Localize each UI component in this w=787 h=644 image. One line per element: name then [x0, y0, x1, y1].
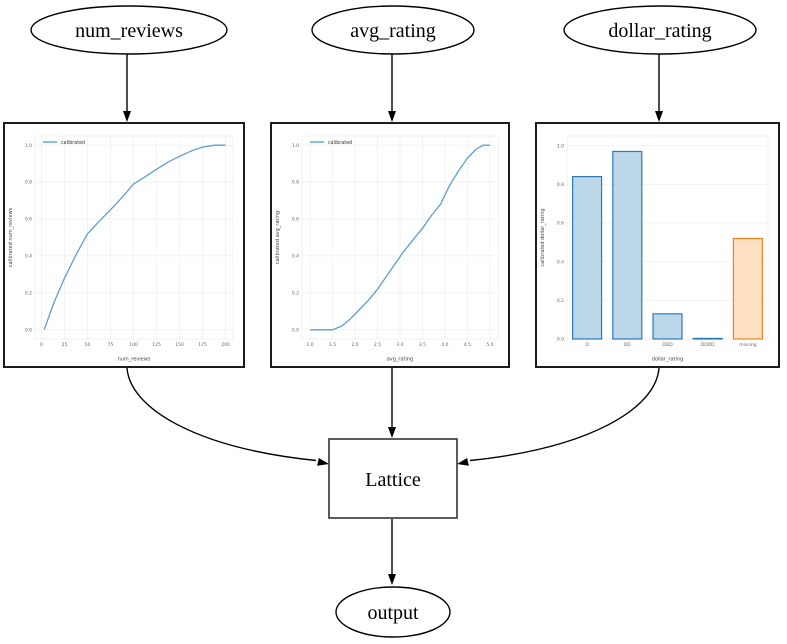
y-axis-label: calibrated avg_rating: [275, 211, 281, 264]
arrowhead: [317, 458, 329, 466]
chart-text: 125: [152, 342, 161, 348]
arrowhead: [388, 574, 396, 585]
chart-text: 0.6: [557, 221, 564, 227]
node-avg-rating-ellipse: [311, 5, 475, 55]
chart-text: 4.5: [464, 342, 471, 348]
chart-text: 0.4: [292, 254, 299, 260]
chart-text: 0.0: [25, 327, 32, 333]
num-reviews-calibration-panel: 0.0 0.2 0.4 0.6 0.8 1.0 0 25 50 75 100 125 150 175 200…: [3, 122, 245, 368]
bar-DD: [612, 150, 643, 340]
chart-text: 0.8: [557, 182, 564, 188]
edge-plot3-to-lattice: [469, 367, 660, 462]
legend-label: calibrated: [328, 140, 352, 146]
arrowhead: [655, 111, 663, 122]
chart-text: 0.2: [557, 298, 564, 304]
chart-text: 2.5: [374, 342, 381, 348]
arrowhead: [388, 427, 396, 438]
chart-text: 0: [40, 342, 43, 348]
chart-text: 3.5: [419, 342, 426, 348]
arrowhead: [388, 111, 396, 122]
x-axis-label: num_reviews: [118, 357, 151, 363]
edges-to-lattice: [126, 367, 660, 462]
chart-text: 0.8: [25, 180, 32, 186]
node-output-label: output: [367, 602, 419, 624]
calibration-line-series: [310, 144, 490, 331]
bar-DDDD: [692, 337, 723, 340]
plot-background: [34, 135, 234, 340]
bar-missing: [732, 237, 763, 340]
chart-text: 200: [221, 342, 230, 348]
chart-text: 0.0: [557, 337, 564, 343]
chart-text: 150: [175, 342, 184, 348]
node-lattice-box: [328, 438, 458, 519]
arrowhead: [123, 111, 131, 122]
chart-text: 5.0: [486, 342, 493, 348]
chart-text: 0.4: [557, 259, 564, 265]
chart-text: 1.5: [329, 342, 336, 348]
chart-text: D: [585, 342, 589, 348]
chart-text: DDD: [662, 342, 673, 348]
edges-top: [126, 54, 660, 112]
chart-text: 1.0: [292, 143, 299, 149]
arrowhead: [457, 458, 469, 466]
chart-text: 100: [129, 342, 138, 348]
chart-text: 2.0: [351, 342, 358, 348]
node-num-reviews-label: num_reviews: [75, 20, 183, 42]
chart-text: missing: [739, 342, 756, 348]
chart-text: 0.2: [25, 290, 32, 296]
chart-text: 1.0: [557, 143, 564, 149]
arrowheads-lattice: [317, 427, 469, 466]
chart-text: 50: [85, 342, 91, 348]
arrowheads-top: [123, 111, 663, 122]
node-output-ellipse: [335, 586, 451, 638]
edge-plot1-to-lattice: [126, 367, 317, 462]
y-axis-label: calibrated num_reviews: [8, 207, 14, 267]
node-num-reviews-ellipse: [30, 5, 228, 55]
chart-text: 0.0: [292, 327, 299, 333]
y-axis-label: calibrated dollar_rating: [540, 208, 546, 266]
x-axis-label: dollar_rating: [652, 357, 683, 363]
num-reviews-calibration-chart: 0.0 0.2 0.4 0.6 0.8 1.0 0 25 50 75 100 125 150 175 200…: [8, 135, 234, 363]
chart-text: 0.2: [292, 290, 299, 296]
node-avg-rating-label: avg_rating: [350, 20, 436, 42]
chart-text: 75: [108, 342, 114, 348]
chart-text: 4.0: [441, 342, 448, 348]
chart-text: DD: [624, 342, 631, 348]
chart-text: 3.0: [396, 342, 403, 348]
chart-text: 0.8: [292, 180, 299, 186]
avg-rating-calibration-chart: 0.0 0.2 0.4 0.6 0.8 1.0 1.0 1.5 2.0 2.5 3.0 3.5 4.0 4…: [275, 135, 499, 363]
chart-text: DDDD: [701, 342, 715, 348]
legend-label: calibrated: [61, 140, 85, 146]
x-axis-label: avg_rating: [387, 357, 414, 363]
bar-DDD: [652, 313, 683, 340]
node-dollar-rating-ellipse: [563, 5, 757, 55]
bar-D: [572, 175, 603, 340]
chart-text: 175: [198, 342, 207, 348]
avg-rating-calibration-panel: 0.0 0.2 0.4 0.6 0.8 1.0 1.0 1.5 2.0 2.5 3.0 3.5 4.0 4…: [270, 122, 510, 368]
node-dollar-rating-label: dollar_rating: [608, 20, 711, 42]
chart-text: 1.0: [25, 143, 32, 149]
chart-text: 1.0: [307, 342, 314, 348]
node-lattice-label: Lattice: [365, 469, 421, 491]
calibration-line-series: [43, 144, 226, 331]
chart-text: 0.4: [25, 254, 32, 260]
chart-text: 25: [62, 342, 68, 348]
chart-text: 0.6: [292, 217, 299, 223]
chart-text: 0.6: [25, 217, 32, 223]
